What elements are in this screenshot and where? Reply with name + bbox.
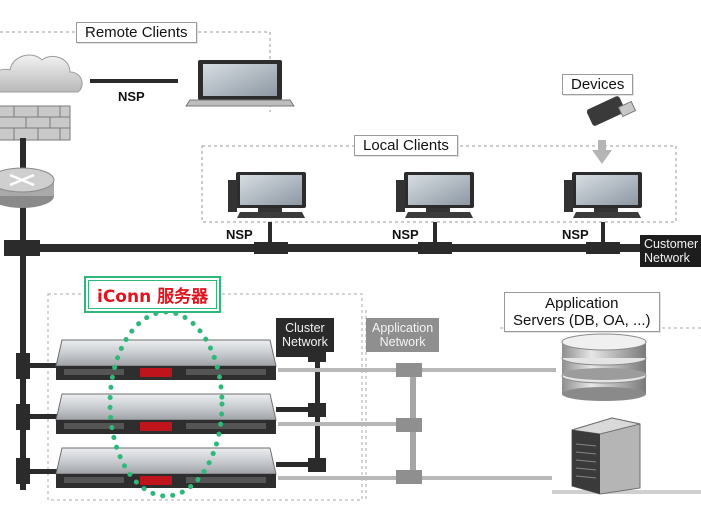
desktop-computer-icon	[564, 172, 642, 218]
iconn-server-text: iConn 服务器	[88, 280, 218, 309]
cluster-network-line	[276, 348, 326, 472]
rack-server-icon	[55, 339, 277, 380]
firewall-icon	[0, 105, 71, 141]
devices-label: Devices	[562, 74, 634, 95]
usb-drive-icon	[586, 96, 637, 126]
nsp-label-3: NSP	[562, 227, 589, 242]
router-icon	[0, 167, 55, 208]
nsp-label-1: NSP	[226, 227, 253, 242]
backbone-vertical	[20, 138, 26, 490]
database-icon	[561, 333, 647, 401]
tower-server-icon	[571, 417, 641, 495]
customer-network-label: Customer Network	[640, 235, 701, 267]
local-clients-label: Local Clients	[354, 135, 458, 156]
nsp-link-remote	[90, 79, 178, 83]
application-network-line	[278, 363, 701, 494]
laptop-icon	[185, 60, 295, 107]
iconn-server-label: iConn 服务器	[84, 276, 222, 313]
desktop-computer-icon	[228, 172, 306, 218]
nsp-remote-label: NSP	[118, 89, 145, 104]
application-servers-label: Application Servers (DB, OA, ...)	[504, 292, 660, 332]
cluster-network-label: Cluster Network	[276, 318, 334, 352]
backbone-server-taps	[16, 353, 62, 484]
rack-server-icon	[55, 393, 277, 434]
customer-network-bus	[4, 222, 646, 256]
device-arrow	[592, 140, 612, 164]
desktop-computer-icon	[396, 172, 474, 218]
rack-server-icon	[55, 447, 277, 488]
remote-clients-label: Remote Clients	[76, 22, 197, 43]
application-network-label: Application Network	[366, 318, 440, 352]
cloud-icon	[0, 54, 83, 93]
nsp-label-2: NSP	[392, 227, 419, 242]
